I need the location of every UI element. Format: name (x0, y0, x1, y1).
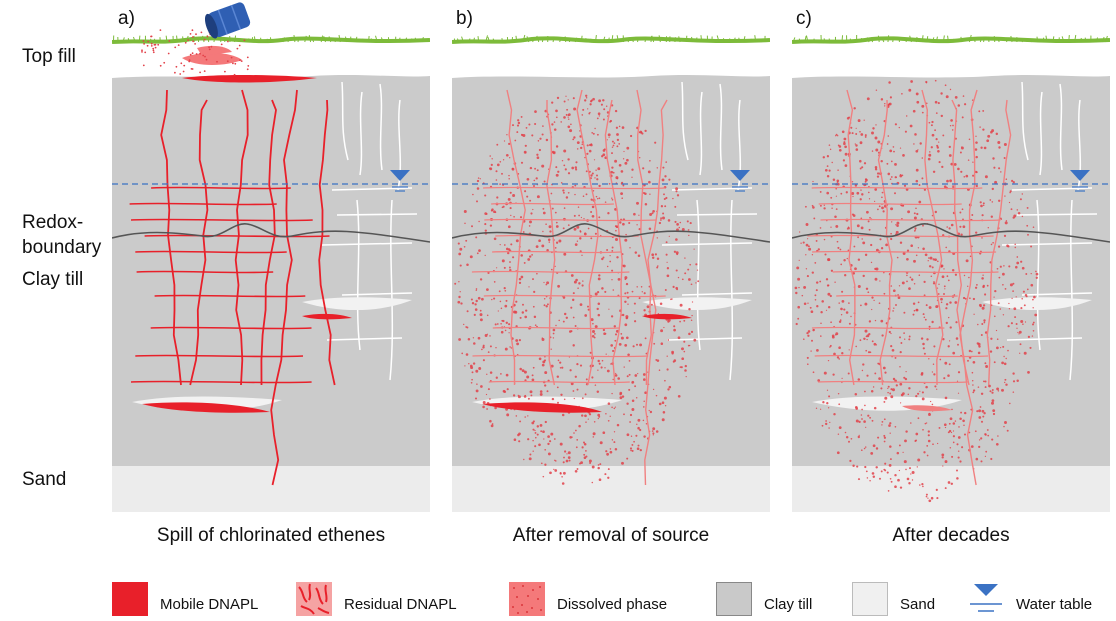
panel-c: c) (792, 0, 1110, 520)
legend-clay-till: Clay till (716, 582, 812, 616)
legend-clay-label: Clay till (764, 596, 812, 613)
redox-boundary-label-line1: Redox- (22, 211, 83, 234)
panel-b-figure (452, 0, 770, 520)
redox-boundary-label-line2: boundary (22, 236, 101, 259)
sand-label: Sand (22, 468, 66, 491)
legend-mobile-dnapl: Mobile DNAPL (112, 582, 258, 616)
panel-b-letter: b) (456, 8, 473, 30)
legend-water-label: Water table (1016, 596, 1092, 613)
caption-c: After decades (792, 525, 1110, 547)
legend-residual-label: Residual DNAPL (344, 596, 457, 613)
legend-dissolved-phase: Dissolved phase (509, 582, 667, 616)
clay-till-label: Clay till (22, 268, 83, 291)
caption-b: After removal of source (452, 525, 770, 547)
legend-mobile-label: Mobile DNAPL (160, 596, 258, 613)
legend-dissolved-label: Dissolved phase (557, 596, 667, 613)
legend-sand: Sand (852, 582, 935, 616)
legend-sand-label: Sand (900, 596, 935, 613)
panel-a: a) (112, 0, 430, 520)
top-fill-label: Top fill (22, 45, 76, 68)
clay-till-swatch (716, 582, 752, 616)
mobile-dnapl-swatch (112, 582, 148, 616)
water-table-icon (968, 582, 1004, 616)
caption-a: Spill of chlorinated ethenes (112, 525, 430, 547)
panel-c-letter: c) (796, 8, 812, 30)
residual-dnapl-swatch (296, 582, 332, 616)
legend-residual-dnapl: Residual DNAPL (296, 582, 457, 616)
panel-a-figure (112, 0, 430, 520)
panel-b: b) (452, 0, 770, 520)
legend: Mobile DNAPL Residual DNAPL Dissolved ph… (0, 582, 1116, 619)
panel-a-letter: a) (118, 8, 135, 30)
dissolved-phase-swatch (509, 582, 545, 616)
sand-swatch (852, 582, 888, 616)
legend-water-table: Water table (968, 582, 1092, 616)
panel-c-figure (792, 0, 1110, 520)
